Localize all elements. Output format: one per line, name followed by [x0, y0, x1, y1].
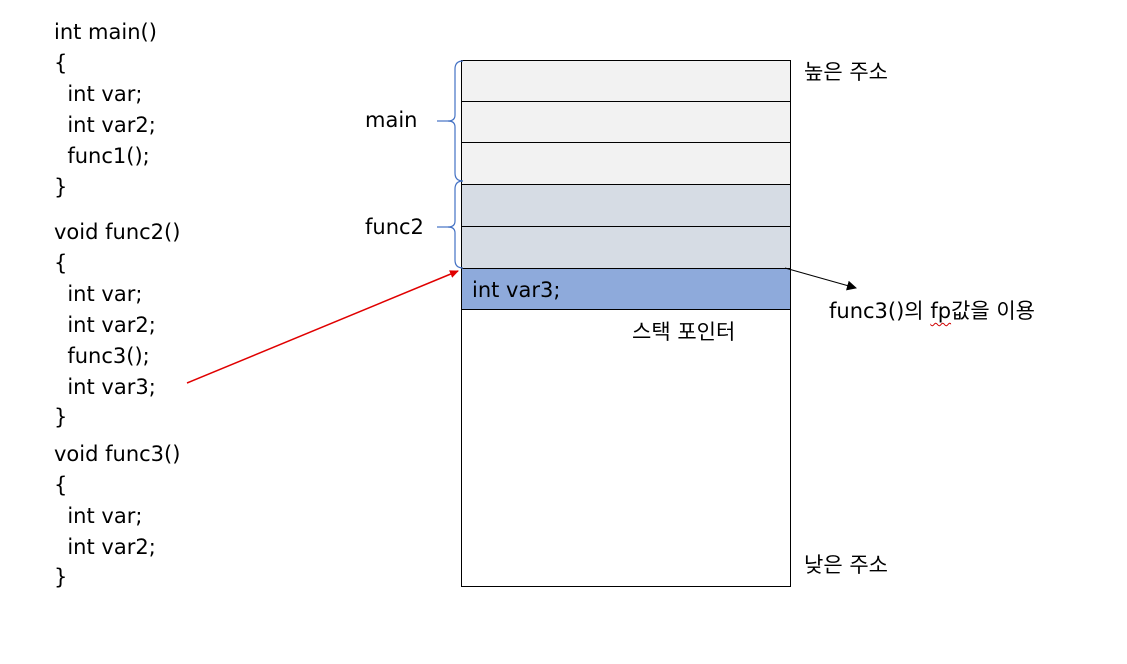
code-func2-line-4: int var2;	[54, 313, 156, 337]
stack-pointer-label: 스택 포인터	[632, 320, 736, 344]
red-pointer-arrow	[186, 270, 459, 384]
code-func3-line-4: int var2;	[54, 535, 156, 559]
brace-main	[447, 60, 464, 182]
stack-cell-func2-2	[461, 226, 791, 269]
code-main-line-5: func1();	[54, 144, 150, 168]
brace-main-label: main	[365, 108, 418, 132]
code-func3-line-3: int var;	[54, 504, 143, 528]
code-func2-line-5: func3();	[54, 344, 150, 368]
stack-cell-var3: int var3;	[461, 268, 791, 310]
code-func3-line-2: {	[54, 473, 68, 497]
fp-annotation-prefix: func3()의	[829, 299, 931, 323]
code-main-line-2: {	[54, 51, 68, 75]
stack-cell-main-3	[461, 142, 791, 185]
stack-cell-main-1	[461, 60, 791, 102]
code-main-line-6: }	[54, 175, 68, 199]
code-main-line-1: int main()	[54, 20, 157, 44]
code-func2-line-2: {	[54, 251, 68, 275]
low-address-label: 낮은 주소	[804, 553, 888, 577]
fp-annotation-suffix: 값을 이용	[951, 299, 1036, 323]
fp-annotation: func3()의 fp값을 이용	[829, 299, 1035, 323]
code-main-line-4: int var2;	[54, 113, 156, 137]
code-func3-line-1: void func3()	[54, 442, 181, 466]
fp-pointer-arrow	[784, 267, 857, 291]
fp-annotation-underlined: fp	[930, 299, 952, 323]
stack-free-area	[461, 309, 791, 587]
stack-cell-var3-label: int var3;	[472, 278, 561, 302]
code-func2-line-6: int var3;	[54, 375, 156, 399]
brace-func2	[447, 180, 464, 269]
high-address-label: 높은 주소	[804, 60, 888, 84]
brace-func2-label: func2	[365, 215, 424, 239]
stack-cell-func2-1	[461, 184, 791, 227]
code-func2-line-3: int var;	[54, 282, 143, 306]
code-func2-line-7: }	[54, 405, 68, 429]
code-main-line-3: int var;	[54, 82, 143, 106]
code-func2-line-1: void func2()	[54, 220, 181, 244]
code-func3-line-5: }	[54, 565, 68, 589]
